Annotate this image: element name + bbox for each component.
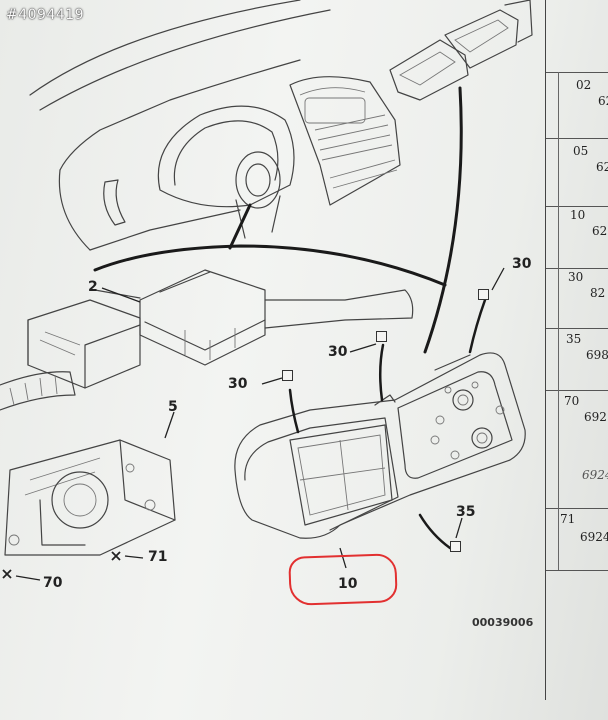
table-row-num: 35 bbox=[566, 332, 582, 346]
callout-2: 2 bbox=[88, 279, 98, 295]
callout-10: 10 bbox=[338, 576, 358, 592]
watermark-id: #4094419 bbox=[6, 7, 85, 23]
callout-70: 70 bbox=[43, 575, 63, 591]
connector-box-30-mid bbox=[376, 331, 387, 342]
table-row: 30 82 bbox=[546, 268, 608, 329]
table-row: 70 692 6924 bbox=[546, 390, 608, 509]
callout-71: 71 bbox=[148, 549, 168, 565]
table-row-num: 10 bbox=[570, 208, 586, 222]
red-highlight-circle bbox=[288, 553, 398, 606]
table-row-code: 62 bbox=[596, 160, 608, 174]
table-row-code: 82 bbox=[590, 286, 606, 300]
callout-5: 5 bbox=[168, 399, 178, 415]
table-row: 35 698 bbox=[546, 328, 608, 391]
callout-35: 35 bbox=[456, 504, 476, 520]
callout-30-mid: 30 bbox=[328, 344, 348, 360]
table-row-num: 71 bbox=[560, 512, 576, 526]
connector-box-30-top bbox=[478, 289, 489, 300]
callout-30-top: 30 bbox=[512, 256, 532, 272]
callout-30-left: 30 bbox=[228, 376, 248, 392]
table-row-num: 30 bbox=[568, 270, 584, 284]
table-row: 71 6924 bbox=[546, 508, 608, 571]
table-row: 02 62 bbox=[546, 72, 608, 139]
parts-reference-table: 02 62 05 62 10 62 30 82 35 698 70 692 69… bbox=[545, 0, 608, 700]
table-row-code: 62 bbox=[592, 224, 608, 238]
connector-box-35 bbox=[450, 541, 461, 552]
table-left-rule bbox=[558, 72, 559, 570]
table-row bbox=[546, 0, 608, 73]
table-row: 05 62 bbox=[546, 138, 608, 207]
table-row-code: 62 bbox=[598, 94, 608, 108]
table-row-code: 6924 bbox=[580, 530, 608, 544]
table-row-code: 698 bbox=[586, 348, 608, 362]
connector-box-30-left bbox=[282, 370, 293, 381]
table-row: 10 62 bbox=[546, 206, 608, 269]
table-row-num: 05 bbox=[573, 144, 589, 158]
table-row-num: 70 bbox=[564, 394, 580, 408]
table-row-code: 692 bbox=[584, 410, 607, 424]
table-row-extra: 6924 bbox=[582, 468, 608, 482]
table-row-num: 02 bbox=[576, 78, 592, 92]
drawing-code: 00039006 bbox=[472, 616, 534, 629]
